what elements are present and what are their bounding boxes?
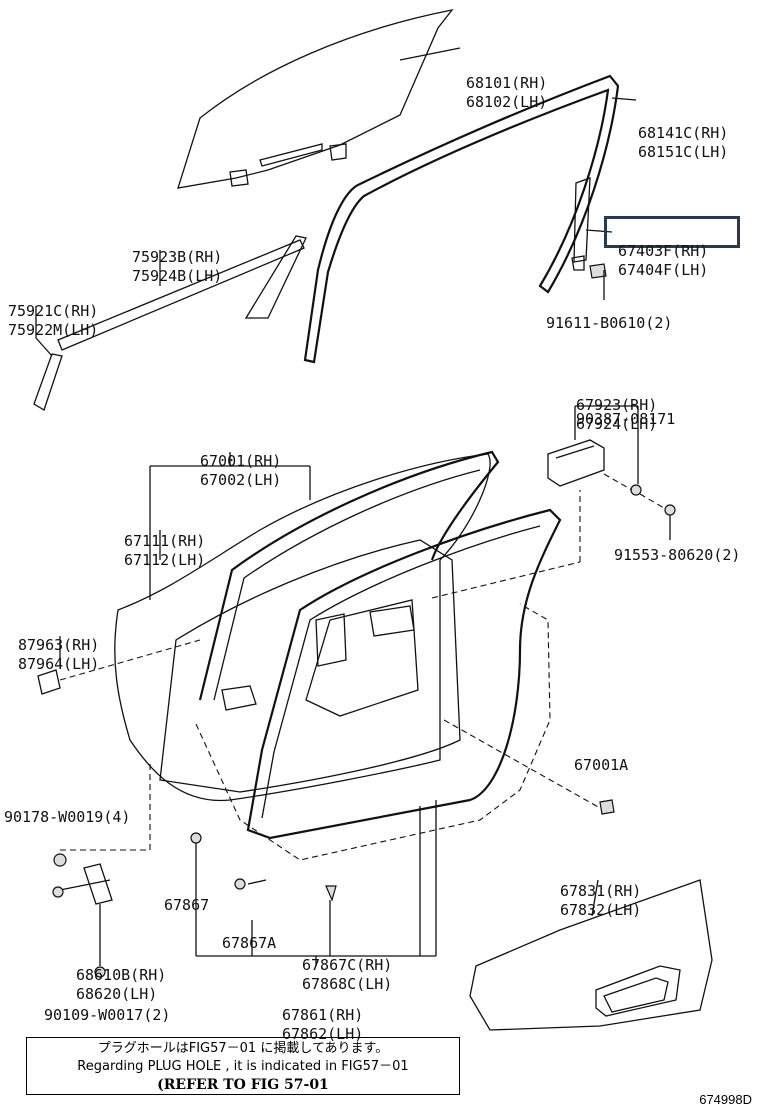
label-clip-67867a[interactable]: 67867A bbox=[222, 934, 277, 952]
glass-clip-right bbox=[329, 143, 347, 161]
label-bolt-90109[interactable]: 90109-W0017(2) bbox=[44, 1006, 171, 1024]
door-trim-board bbox=[469, 879, 713, 1031]
label-trim-board[interactable]: 67831(RH)67832(LH) bbox=[560, 882, 642, 919]
cover-87963 bbox=[37, 669, 61, 695]
clip-67867a-icon bbox=[234, 878, 267, 890]
label-clip-67867[interactable]: 67867 bbox=[164, 896, 210, 914]
label-clip-67867c[interactable]: 67867C(RH)67868C(LH) bbox=[302, 956, 393, 993]
glass-run-channel bbox=[303, 74, 620, 364]
label-outer-belt[interactable]: 75923B(RH)75924B(LH) bbox=[132, 248, 223, 285]
label-door-panel[interactable]: 67001(RH)67002(LH) bbox=[200, 452, 282, 489]
label-run-channel[interactable]: 68141C(RH)68151C(LH) bbox=[638, 124, 729, 161]
quarter-moulding bbox=[33, 353, 63, 411]
plug-90387-icon bbox=[630, 484, 642, 496]
label-67001a[interactable]: 67001A bbox=[574, 756, 629, 774]
door-weatherstrip bbox=[246, 508, 562, 840]
label-bolt-90178[interactable]: 90178-W0019(4) bbox=[4, 808, 131, 826]
clip-67867c-icon bbox=[325, 885, 337, 902]
division-bar-lower bbox=[571, 255, 585, 271]
note-line-1: プラグホールはFIG57－01 に掲載してあります。 bbox=[97, 1041, 389, 1056]
note-line-3: (REFER TO FIG 57-01 bbox=[157, 1077, 329, 1093]
screw-91553-icon bbox=[664, 504, 676, 540]
bolt-91611-icon bbox=[589, 263, 607, 300]
label-division-bar[interactable]: 67403F(RH)67404F(LH) bbox=[618, 242, 709, 279]
clip-67867-icon bbox=[190, 832, 202, 956]
figure-number: 674998D bbox=[699, 1092, 752, 1107]
highlight-box bbox=[604, 216, 740, 248]
pillar-garnish bbox=[244, 235, 307, 319]
door-frame-outer bbox=[198, 450, 500, 701]
plug-hole-note: プラグホールはFIG57－01 に掲載してあります。 Regarding PLU… bbox=[26, 1037, 460, 1095]
door-frame-inner bbox=[213, 469, 481, 701]
bolt-67001a-icon bbox=[599, 799, 615, 815]
glass-channel-bracket bbox=[259, 143, 323, 167]
label-weatherstrip[interactable]: 67861(RH)67862(LH) bbox=[282, 1006, 364, 1043]
door-glass bbox=[177, 9, 454, 189]
label-plug-90387[interactable]: 90387-08171 bbox=[576, 410, 676, 428]
label-cover[interactable]: 87963(RH)87964(LH) bbox=[18, 636, 100, 673]
label-moulding[interactable]: 75921C(RH)75922M(LH) bbox=[8, 302, 99, 339]
division-bar bbox=[573, 177, 591, 263]
label-screw-91553[interactable]: 91553-80620(2) bbox=[614, 546, 741, 564]
door-handle bbox=[547, 439, 605, 487]
door-inner-panel bbox=[159, 539, 461, 793]
outer-belt-moulding bbox=[57, 239, 305, 351]
label-check-assy[interactable]: 68610B(RH)68620(LH) bbox=[76, 966, 167, 1003]
note-line-2: Regarding PLUG HOLE , it is indicated in… bbox=[77, 1059, 409, 1074]
label-bolt-91611[interactable]: 91611-B0610(2) bbox=[546, 314, 673, 332]
door-check-assy bbox=[52, 853, 113, 978]
label-door-frame-seal[interactable]: 67111(RH)67112(LH) bbox=[124, 532, 206, 569]
glass-clip-left bbox=[229, 169, 249, 187]
label-glass[interactable]: 68101(RH)68102(LH) bbox=[466, 74, 548, 111]
label-handle-assy[interactable]: 67923(RH)67924(LH) bbox=[576, 396, 658, 433]
